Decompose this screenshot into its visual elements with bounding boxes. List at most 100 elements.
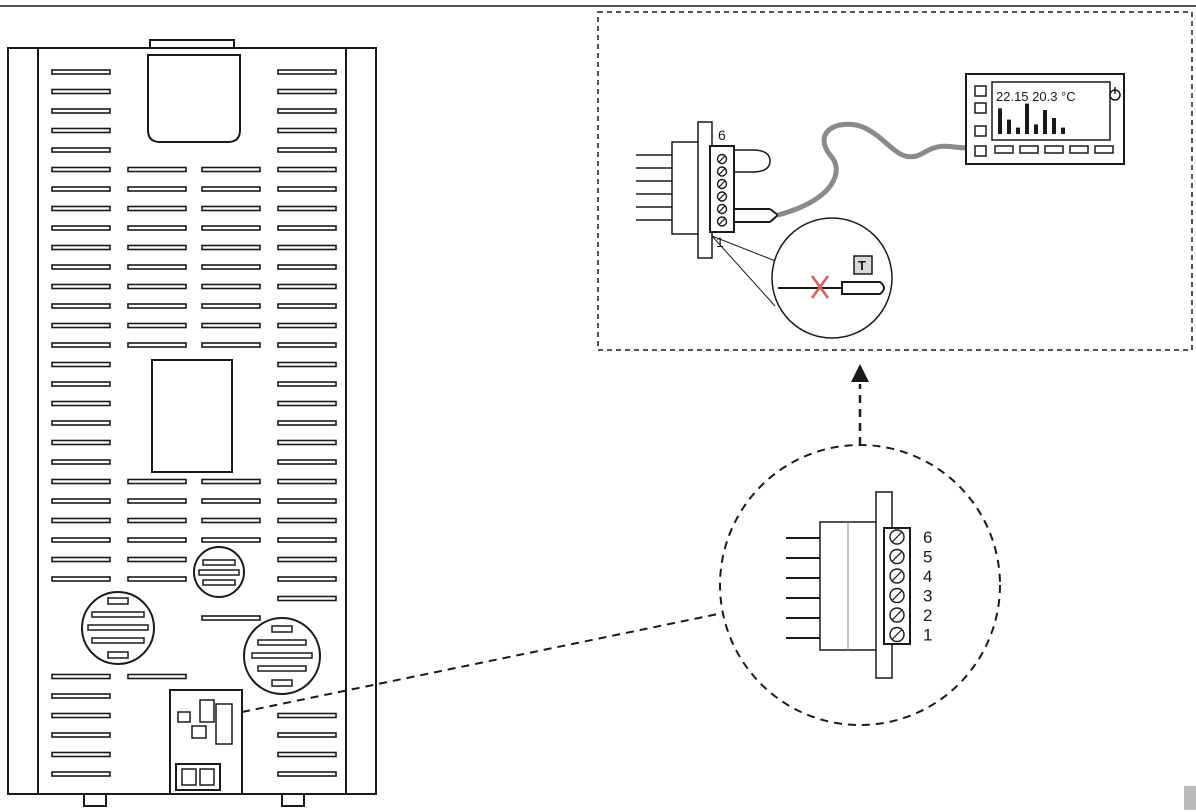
thermostat-button-1 (974, 85, 987, 97)
zoom-pin-label-2: 2 (923, 606, 932, 625)
vent-slot (277, 478, 337, 485)
vent-slot (277, 244, 337, 251)
vent-slot (201, 283, 261, 290)
vent-slot (51, 693, 111, 699)
vent-slot (201, 322, 261, 329)
vent-slot (127, 342, 187, 348)
vent-slot (277, 225, 337, 231)
vent-slot (201, 205, 261, 212)
detail-pin-label-6: 6 (718, 127, 726, 143)
vent-slot (51, 498, 111, 504)
vent-slot (51, 283, 111, 290)
vent-slot (277, 537, 337, 543)
vent-slot (201, 615, 261, 621)
vent-slot (51, 537, 111, 543)
vent-slot (127, 498, 187, 504)
cable-clamp-loop (734, 149, 771, 173)
vent-slot (201, 478, 261, 485)
vent-slot (51, 88, 111, 95)
callout-leader-bottom (711, 235, 776, 307)
vent-slot (51, 556, 111, 563)
vent-slot (51, 439, 111, 446)
vent-slot (277, 439, 337, 446)
detail-screws (716, 153, 728, 227)
vent-slot (51, 381, 111, 387)
vent-slot (127, 576, 187, 582)
zoom-pin-label-3: 3 (923, 587, 932, 606)
vent-slot (201, 498, 261, 504)
vent-slot (127, 322, 187, 329)
vent-slot (277, 517, 337, 524)
detail-pin-label-1: 1 (716, 234, 724, 250)
vent-slot (127, 244, 187, 251)
thermostat-bar (1043, 110, 1047, 134)
vent-slot (51, 420, 111, 426)
vent-slot (277, 459, 337, 465)
vent-slot (51, 400, 111, 407)
thermostat-bar (1016, 127, 1020, 134)
vent-slot (277, 166, 337, 173)
probe-tag: T (858, 258, 866, 273)
thermostat-bar (1034, 124, 1038, 134)
thermostat-button-3 (974, 125, 987, 137)
vent-slot (277, 147, 337, 153)
thermostat-bar (1025, 103, 1029, 134)
vent-slot (277, 303, 337, 309)
stove-foot-right (281, 793, 305, 807)
vent-slot (201, 244, 261, 251)
vent-slot (51, 478, 111, 485)
vent-slot (127, 478, 187, 485)
power-icon (1109, 87, 1121, 101)
room-thermostat: 22.15 20.3 °C (965, 73, 1125, 165)
round-vent-left (81, 591, 155, 665)
thermostat-key-2 (1019, 145, 1039, 154)
vent-slot (277, 108, 337, 114)
vent-slot (277, 771, 337, 777)
vent-slot (51, 712, 111, 719)
vent-slot (127, 303, 187, 309)
thermostat-button-4 (974, 145, 987, 157)
thermostat-button-2 (974, 102, 987, 114)
vent-slot (51, 576, 111, 582)
zoom-connector-housing (819, 521, 883, 651)
vent-slot (51, 225, 111, 231)
stove-rear-panel (7, 39, 377, 807)
vent-slot (201, 166, 261, 173)
vent-slot (51, 322, 111, 329)
thermostat-display (991, 81, 1111, 141)
thermostat-key-1 (994, 145, 1014, 154)
arrow-up-icon (851, 364, 869, 382)
thermostat-cable (777, 121, 969, 218)
vent-slot (277, 127, 337, 134)
vent-slot (51, 751, 111, 758)
vent-slot (277, 264, 337, 270)
vent-slot (201, 264, 261, 270)
vent-slot (277, 751, 337, 758)
vent-slot (127, 166, 187, 173)
vent-slot (51, 342, 111, 348)
vent-slot (127, 225, 187, 231)
vent-slot (51, 732, 111, 738)
vent-slot (51, 166, 111, 173)
vent-slot (127, 537, 187, 543)
stove-foot-left (83, 793, 107, 807)
vent-slot (277, 342, 337, 348)
corner-tab (1184, 786, 1196, 810)
vent-slot (51, 303, 111, 309)
zoom-pin-label-1: 1 (923, 626, 932, 645)
vent-slot (127, 673, 187, 680)
vent-slot (277, 595, 337, 602)
thermostat-bar (1052, 118, 1056, 134)
vent-slot (277, 400, 337, 407)
vent-slot (51, 361, 111, 368)
vent-slot (277, 361, 337, 368)
vent-slot (51, 244, 111, 251)
thermostat-key-4 (1069, 145, 1089, 154)
vent-slot (127, 517, 187, 524)
zoom-terminal-block (883, 527, 911, 645)
vent-slot (51, 108, 111, 114)
zoom-pin-label-4: 4 (923, 567, 932, 586)
access-cover (151, 359, 233, 473)
vent-slot (277, 576, 337, 582)
